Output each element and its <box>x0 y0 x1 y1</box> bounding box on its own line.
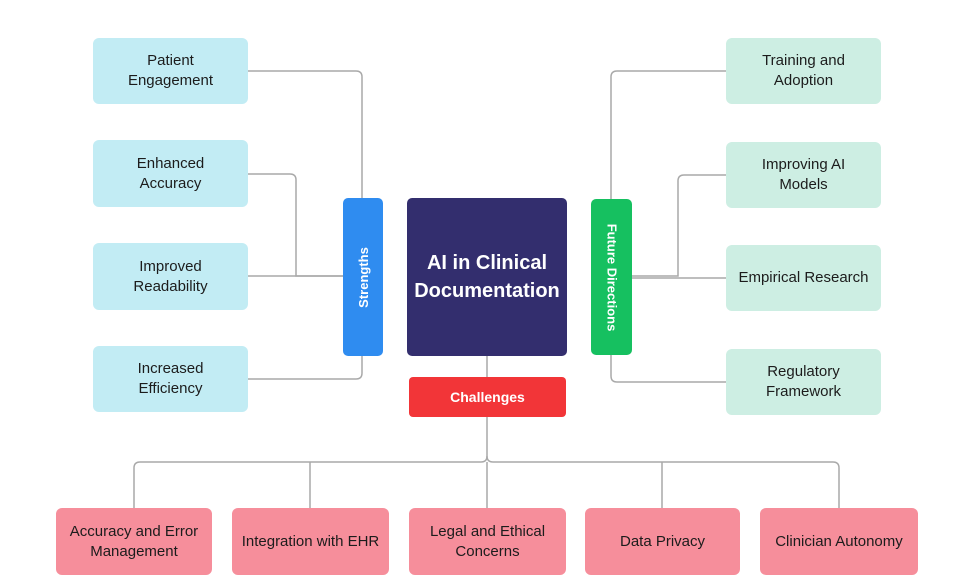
challenge-label-line1: Clinician Autonomy <box>775 532 903 550</box>
strength-label-line2: Efficiency <box>138 380 203 397</box>
connector-challenges-right <box>486 455 840 508</box>
future-label-line1: Improving AI <box>761 156 846 173</box>
future-label-line2: Framework <box>765 383 841 400</box>
future-label-line2: Adoption <box>773 72 834 89</box>
challenges-label: Challenges <box>450 389 525 405</box>
future-label-line2: Models <box>779 176 828 193</box>
connector-enhanced-accuracy <box>248 173 343 277</box>
challenge-label-line2: Management <box>90 542 178 560</box>
future-directions-bar: Future Directions <box>591 199 632 355</box>
future-empirical-research: Empirical Research <box>726 245 881 311</box>
future-label-line1: Regulatory <box>767 363 840 380</box>
challenge-label-line1: Legal and Ethical <box>429 522 546 540</box>
challenge-label-line1: Data Privacy <box>619 532 706 550</box>
strength-label-line1: Enhanced <box>136 154 205 172</box>
future-label-line1: Training and <box>762 52 845 69</box>
challenge-label-line1: Integration with EHR <box>241 532 380 550</box>
strength-label-line2: Readability <box>133 277 208 295</box>
central-title-line2: Documentation <box>414 280 560 302</box>
strength-label-line2: Accuracy <box>139 174 202 192</box>
future-label-line1: Empirical Research <box>738 269 869 286</box>
challenge-label-line2: Concerns <box>455 542 520 560</box>
connector-increased-efficiency <box>248 355 363 380</box>
challenge-integration-ehr: Integration with EHR <box>232 508 389 575</box>
central-title-line1: AI in Clinical <box>426 252 548 274</box>
strength-label-line1: Improved <box>139 257 202 275</box>
challenges-bar: Challenges <box>409 377 566 417</box>
challenge-label-line1: Accuracy and Error <box>69 522 199 540</box>
connector-improving-ai <box>632 174 726 277</box>
connector-regulatory-framework <box>610 355 726 383</box>
future-directions-label: Future Directions <box>604 223 619 331</box>
strengths-label: Strengths <box>355 246 371 308</box>
future-improving-ai-models: Improving AI Models <box>726 142 881 208</box>
challenge-data-privacy: Data Privacy <box>585 508 740 575</box>
connector-patient-engagement <box>248 70 363 198</box>
strength-label-line2: Engagement <box>127 72 214 89</box>
connector-challenges-left <box>133 455 488 508</box>
strength-label-line1: Increased <box>137 360 204 377</box>
connector-training-adoption <box>610 70 726 199</box>
strength-label-line1: Patient <box>147 52 194 69</box>
challenge-clinician-autonomy: Clinician Autonomy <box>760 508 918 575</box>
strengths-bar: Strengths <box>343 198 383 356</box>
